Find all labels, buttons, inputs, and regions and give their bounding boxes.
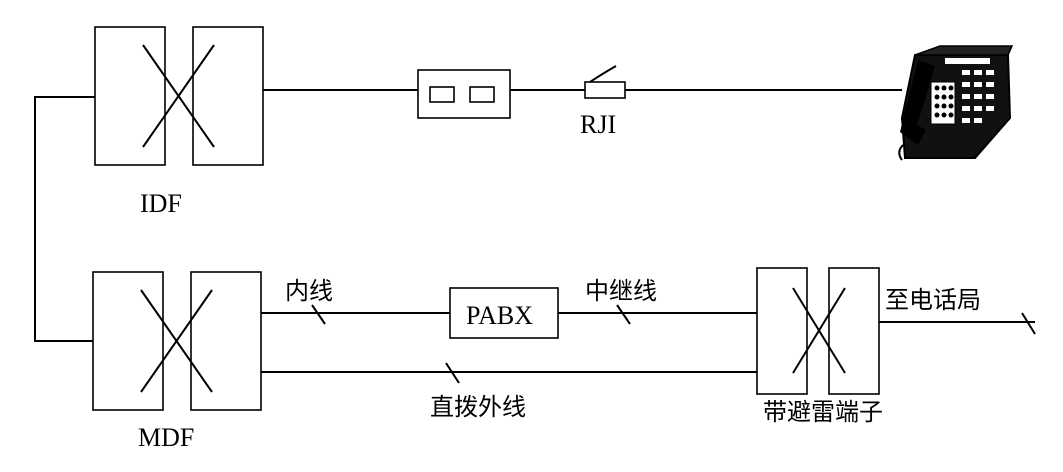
mdf-frame <box>92 271 262 411</box>
exchange-line-tick <box>1021 312 1036 335</box>
riser-line <box>34 96 95 342</box>
wall-outlet-box <box>417 69 511 119</box>
inner-line-label: 内线 <box>285 277 333 305</box>
idf-frame <box>94 26 264 166</box>
surge-terminal-right-block <box>828 267 880 395</box>
idf-cross-line-b <box>142 44 215 148</box>
inner-line-tick <box>311 304 326 325</box>
trunk-line-label: 中继线 <box>585 277 657 305</box>
surge-terminal-left-block <box>756 267 808 395</box>
outlet-socket-right <box>469 86 495 103</box>
mdf-left-block <box>92 271 164 411</box>
idf-left-block <box>94 26 166 166</box>
mdf-label: MDF <box>138 423 194 452</box>
surge-terminal-cross-line-b <box>792 287 846 374</box>
direct-line-tick <box>445 362 460 384</box>
pabx-label: PABX <box>466 301 533 330</box>
to-exchange-label: 至电话局 <box>885 286 981 314</box>
rj-label: RJI <box>580 110 616 139</box>
telephone-icon <box>898 45 1014 161</box>
idf-label: IDF <box>140 189 182 218</box>
rj-connector <box>584 65 626 99</box>
idf-right-block <box>192 26 264 166</box>
mdf-right-block <box>190 271 262 411</box>
trunk-line-tick <box>616 304 631 325</box>
outlet-socket-left <box>429 86 455 103</box>
surge-terminal-frame <box>756 267 880 395</box>
surge-terminal-label: 带避雷端子 <box>763 398 883 426</box>
rj-connector-tab <box>589 65 617 83</box>
direct-line-label: 直拨外线 <box>430 393 526 421</box>
mdf-cross-line-b <box>140 289 213 393</box>
